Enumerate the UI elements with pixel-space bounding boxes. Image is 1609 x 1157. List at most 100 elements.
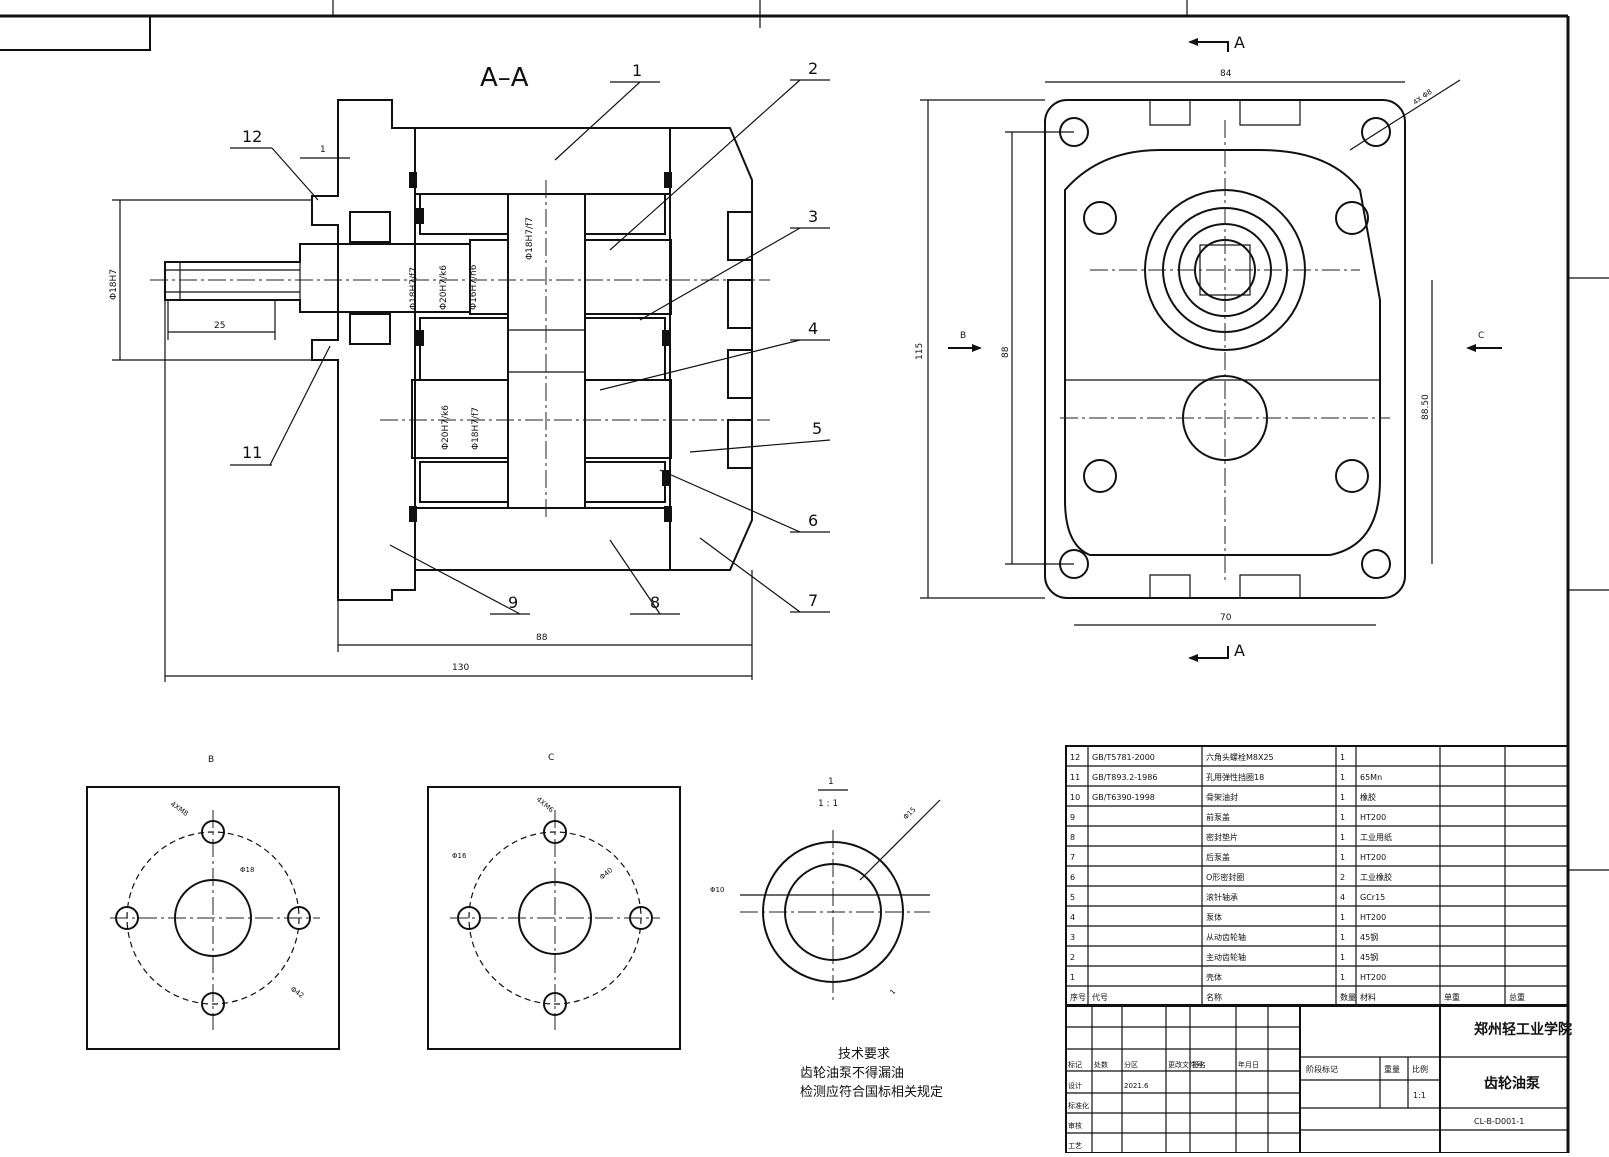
svg-text:9: 9 [508, 593, 518, 612]
svg-text:Φ18H7: Φ18H7 [109, 269, 119, 300]
svg-text:4XM8: 4XM8 [169, 800, 190, 818]
svg-text:7: 7 [808, 591, 818, 610]
svg-text:Φ10: Φ10 [710, 886, 724, 894]
bom-cell: 橡胶 [1360, 792, 1376, 802]
bom-cell: 9 [1070, 813, 1075, 822]
bom-cell: 滚针轴承 [1206, 892, 1238, 902]
svg-text:8: 8 [650, 593, 660, 612]
bom-cell: 1 [1340, 853, 1345, 862]
bom-header-cell: 名称 [1206, 992, 1222, 1002]
svg-text:B: B [208, 755, 214, 765]
svg-text:11: 11 [242, 443, 262, 462]
bom-cell: GCr15 [1360, 893, 1385, 902]
svg-text:B: B [960, 331, 966, 341]
svg-text:130: 130 [452, 663, 469, 673]
notes-heading: 技术要求 [838, 1047, 890, 1062]
svg-text:25: 25 [214, 321, 225, 331]
design-date: 2021.6 [1124, 1082, 1149, 1090]
approval-label: 标准化 [1068, 1101, 1089, 1110]
bom-header-cell: 序号 [1070, 992, 1086, 1002]
svg-text:C: C [1478, 331, 1484, 341]
rear-cover [669, 127, 753, 571]
svg-text:88: 88 [1001, 346, 1011, 358]
bom-cell: 4 [1340, 893, 1345, 902]
detail-view-b: B 4XM8 Φ18 Φ42 [86, 755, 340, 1050]
bom-cell: 孔用弹性挡圈18 [1206, 772, 1264, 782]
detail-view-spline: 1 1 : 1 Φ15 Φ10 1 [710, 777, 941, 1000]
svg-text:84: 84 [1220, 69, 1232, 79]
notes-line: 齿轮油泵不得漏油 [800, 1065, 904, 1081]
school-name: 郑州轻工业学院 [1474, 1021, 1572, 1038]
drawing-code: CL-B-D001-1 [1474, 1117, 1524, 1126]
svg-text:3: 3 [808, 207, 818, 226]
svg-text:4XM6: 4XM6 [535, 795, 556, 814]
bom-cell: 前泵盖 [1206, 812, 1230, 822]
technical-notes: 技术要求 齿轮油泵不得漏油 检测应符合国标相关规定 [800, 1047, 943, 1100]
svg-text:1: 1 [632, 61, 642, 80]
svg-text:A: A [1234, 33, 1245, 52]
bom-header-cell: 数量 [1340, 992, 1356, 1002]
part-balloons: 1 2 3 4 5 6 7 8 9 11 12 [230, 59, 831, 615]
bom-cell: GB/T6390-1998 [1092, 793, 1155, 802]
bom-cell: 11 [1070, 773, 1080, 782]
svg-text:88.50: 88.50 [1421, 394, 1431, 420]
bom-cell: 5 [1070, 893, 1075, 902]
bom-cell: GB/T5781-2000 [1092, 753, 1155, 762]
bom-cell: 从动齿轮轴 [1206, 932, 1246, 942]
bom-cell: 12 [1070, 753, 1080, 762]
bom-cell: 6 [1070, 873, 1075, 882]
svg-text:1: 1 [888, 988, 897, 997]
bom-header-cell: 代号 [1092, 992, 1108, 1002]
notes-line: 检测应符合国标相关规定 [800, 1084, 943, 1100]
revision-header: 签名 [1192, 1060, 1206, 1069]
svg-text:12: 12 [242, 127, 262, 146]
front-cover [311, 99, 416, 601]
bom-cell: 45钢 [1360, 932, 1378, 942]
svg-text:Φ18H7/f7: Φ18H7/f7 [525, 217, 535, 260]
bom-cell: 1 [1340, 953, 1345, 962]
bom-cell: 45钢 [1360, 952, 1378, 962]
bom-cell: 壳体 [1206, 972, 1222, 982]
oil-seal [349, 313, 391, 345]
detail-view-c: C 4XM6 Φ16 Φ40 [427, 753, 681, 1050]
bom-cell: 7 [1070, 853, 1075, 862]
approval-label: 工艺 [1068, 1142, 1082, 1150]
bom-cell: 六角头螺栓M8X25 [1206, 752, 1274, 762]
bom-cell: 2 [1070, 953, 1075, 962]
svg-text:Φ42: Φ42 [289, 985, 305, 1000]
svg-text:Φ16: Φ16 [452, 852, 467, 860]
bearing [584, 239, 672, 315]
bom-cell: 密封垫片 [1206, 832, 1238, 842]
revision-header: 标记 [1068, 1060, 1082, 1069]
bom-cell: 3 [1070, 933, 1075, 942]
bom-cell: 工业橡胶 [1360, 872, 1392, 882]
bom-cell: 1 [1340, 773, 1345, 782]
svg-text:4: 4 [808, 319, 818, 338]
svg-text:1: 1 [320, 145, 326, 155]
bom-cell: HT200 [1360, 813, 1386, 822]
bom-cell: 1 [1340, 813, 1345, 822]
svg-text:C: C [548, 753, 554, 763]
revision-header: 更改文件号 [1168, 1060, 1203, 1069]
svg-text:88: 88 [536, 633, 548, 643]
svg-text:Φ18H7/f7: Φ18H7/f7 [409, 267, 419, 310]
bom-header-cell: 总重 [1509, 992, 1525, 1002]
bom-cell: HT200 [1360, 853, 1386, 862]
bom-cell: 1 [1340, 973, 1345, 982]
bom-cell: HT200 [1360, 973, 1386, 982]
svg-text:比例: 比例 [1412, 1064, 1428, 1074]
svg-text:115: 115 [915, 343, 925, 360]
svg-text:Φ20H7/k6: Φ20H7/k6 [439, 265, 449, 310]
oil-seal [349, 211, 391, 243]
svg-text:Φ18: Φ18 [240, 866, 254, 874]
title-block: 标记处数分区更改文件号签名年月日设计标准化审核工艺批准2021.6 郑州轻工业学… [1065, 1004, 1572, 1154]
pump-body-top [414, 127, 671, 195]
svg-text:1 : 1: 1 : 1 [818, 799, 838, 809]
bom-cell: 1 [1340, 913, 1345, 922]
approval-label: 审核 [1068, 1121, 1082, 1130]
bom-header-cell: 单重 [1444, 992, 1460, 1002]
o-ring-markers [409, 172, 672, 522]
svg-text:重量: 重量 [1384, 1064, 1400, 1074]
